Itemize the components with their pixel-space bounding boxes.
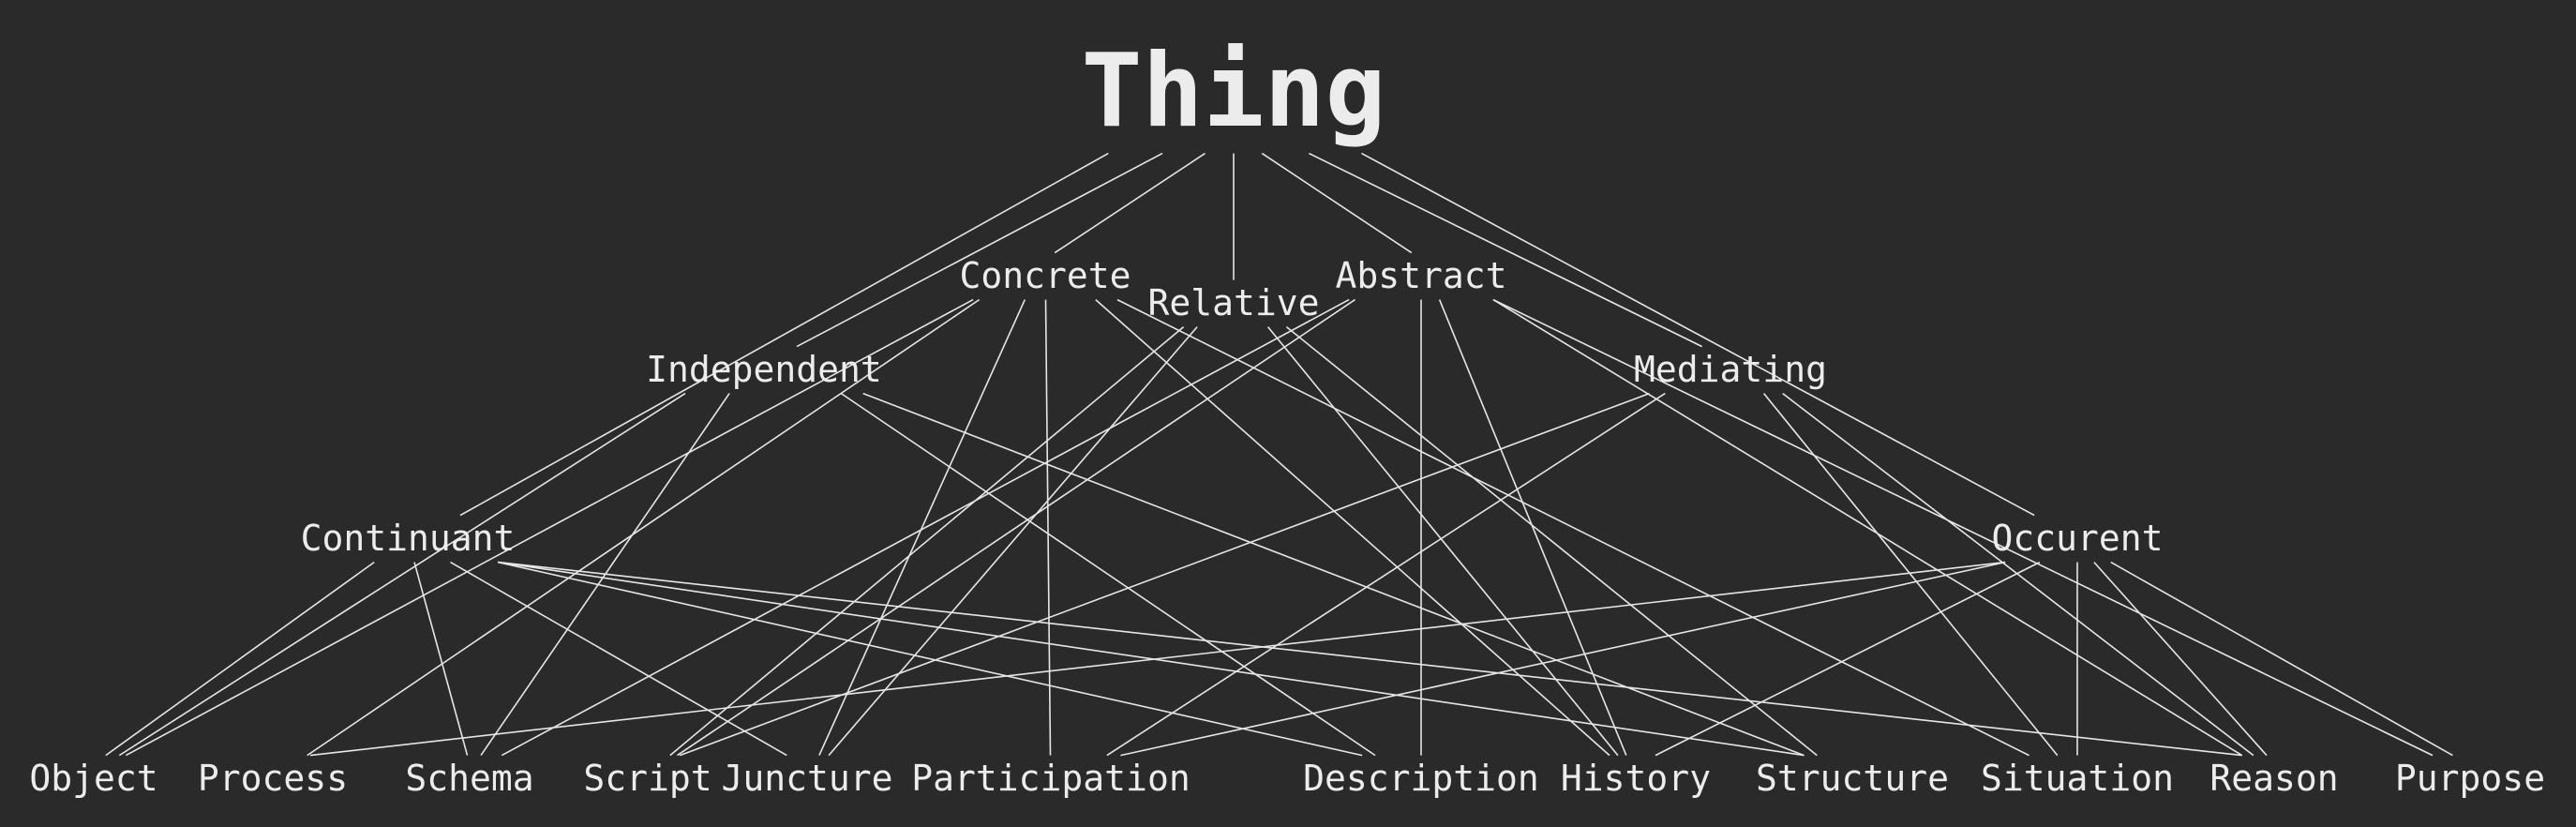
- node-concrete: Concrete: [959, 255, 1131, 296]
- edge-continuant-structure: [497, 561, 1805, 757]
- edge-thing-concrete: [1054, 152, 1206, 254]
- edge-thing-independent: [796, 152, 1163, 348]
- node-reason: Reason: [2209, 758, 2338, 799]
- node-description: Description: [1303, 758, 1539, 799]
- edge-layer: [105, 152, 2453, 757]
- edge-thing-mediating: [1309, 152, 1703, 348]
- edge-relative-script: [669, 325, 1185, 757]
- node-relative: Relative: [1147, 282, 1319, 323]
- edge-abstract-script: [677, 298, 1355, 757]
- edge-occurent-history: [1655, 561, 2041, 757]
- edge-concrete-history: [1095, 299, 1610, 757]
- label-layer: Thing Concrete Relative Abstract Indepen…: [29, 33, 2545, 799]
- edge-relative-structure: [1285, 325, 1818, 757]
- edge-abstract-history: [1438, 299, 1627, 756]
- edge-occurent-process: [309, 561, 2006, 757]
- edge-continuant-object: [105, 561, 375, 757]
- node-independent: Independent: [646, 349, 882, 390]
- node-object: Object: [29, 758, 157, 799]
- edge-mediating-participation: [1106, 392, 1666, 757]
- edge-occurent-participation: [1120, 561, 2006, 757]
- node-continuant: Continuant: [301, 518, 516, 559]
- edge-mediating-reason: [1782, 392, 2254, 757]
- edge-abstract-schema: [501, 298, 1350, 757]
- edge-concrete-juncture: [818, 299, 1026, 756]
- edge-independent-object: [118, 392, 686, 757]
- node-situation: Situation: [1981, 758, 2174, 799]
- node-mediating: Mediating: [1634, 349, 1827, 390]
- edge-continuant-description: [497, 561, 1363, 757]
- edge-concrete-participation: [1044, 299, 1052, 756]
- edge-thing-continuant: [459, 152, 1109, 517]
- edge-abstract-reason: [1492, 298, 2243, 757]
- edge-occurent-reason: [2093, 562, 2268, 757]
- edge-concrete-process: [307, 298, 981, 757]
- edge-relative-juncture: [828, 326, 1198, 757]
- edge-mediating-script: [680, 392, 1650, 757]
- edge-continuant-schema: [413, 562, 469, 756]
- node-thing: Thing: [1081, 33, 1385, 150]
- node-history: History: [1561, 758, 1711, 799]
- edge-concrete-object: [125, 298, 974, 757]
- node-abstract: Abstract: [1335, 255, 1506, 296]
- node-schema: Schema: [405, 758, 533, 799]
- node-script: Script: [583, 758, 711, 799]
- edge-thing-abstract: [1261, 152, 1413, 254]
- edge-independent-structure: [862, 392, 1805, 757]
- node-process: Process: [198, 758, 348, 799]
- node-purpose: Purpose: [2395, 758, 2545, 799]
- edge-continuant-juncture: [450, 561, 787, 757]
- node-juncture: Juncture: [721, 758, 892, 799]
- edge-occurent-purpose: [2110, 561, 2453, 757]
- node-structure: Structure: [1756, 758, 1949, 799]
- edge-relative-history: [1266, 326, 1619, 757]
- edge-continuant-reason: [498, 561, 2242, 757]
- node-participation: Participation: [911, 758, 1190, 799]
- edge-independent-description: [840, 392, 1376, 757]
- edge-concrete-situation: [1116, 298, 2029, 757]
- node-occurent: Occurent: [1991, 518, 2163, 559]
- edge-abstract-purpose: [1492, 298, 2434, 757]
- edge-thing-occurent: [1361, 152, 2035, 517]
- edge-mediating-situation: [1762, 393, 2059, 757]
